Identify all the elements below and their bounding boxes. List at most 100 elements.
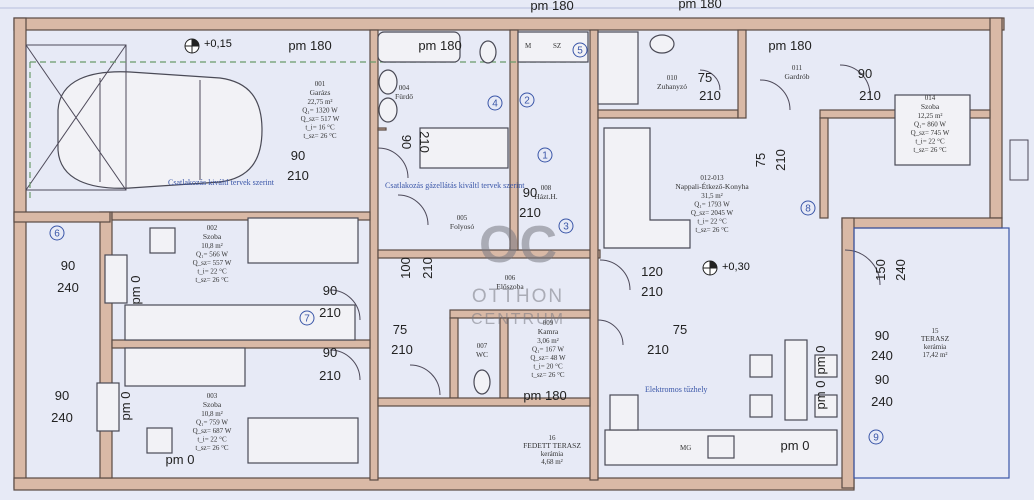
terrace-detail: 4,68 m² xyxy=(541,458,563,466)
room-detail: Q_sz= 2045 W xyxy=(691,209,734,217)
room-number: 010 xyxy=(667,74,678,82)
room-detail: Q_sz= 687 W xyxy=(193,427,232,435)
level-marker-1: +0,15 xyxy=(184,38,232,54)
room-name: Fürdő xyxy=(395,92,413,101)
dimension-label: 75 xyxy=(393,322,407,337)
dimension-label: 120 xyxy=(641,264,663,279)
room-number: 012-013 xyxy=(700,174,724,182)
room-number: 011 xyxy=(792,64,803,72)
marker-circle xyxy=(868,429,884,445)
bathtub xyxy=(377,31,461,63)
dimension-label: 240 xyxy=(51,410,73,425)
marker-number: 4 xyxy=(492,99,498,110)
car-drawing xyxy=(25,44,263,191)
room-detail: Q_sz= 745 W xyxy=(911,129,950,137)
room-number: 008 xyxy=(541,184,552,192)
dining-chair-2 xyxy=(749,394,773,418)
dining-chair-1 xyxy=(749,354,773,378)
washbasin-1 xyxy=(378,69,398,95)
room-number: 002 xyxy=(207,224,218,232)
room-number: 014 xyxy=(925,94,936,102)
bed-room-014 xyxy=(894,94,971,166)
toilet-wc xyxy=(473,369,491,395)
pm-label: pm 0 xyxy=(118,392,133,421)
dimension-label: 210 xyxy=(699,88,721,103)
pm-label: pm 0 xyxy=(813,346,828,375)
appliance-dryer: SZ xyxy=(553,42,561,50)
sofa xyxy=(603,127,691,249)
terrace-detail: 17,42 m² xyxy=(922,351,947,359)
shower-cabin xyxy=(597,31,639,105)
pm-label: pm 180 xyxy=(288,38,331,53)
door-swings xyxy=(329,64,881,396)
dimension-label: 150 xyxy=(873,259,888,281)
marker-number: 3 xyxy=(563,222,569,233)
dimension-label: 240 xyxy=(871,394,893,409)
marker-number: 1 xyxy=(542,151,548,162)
dimension-label: 210 xyxy=(641,284,663,299)
dimension-label: 75 xyxy=(698,70,712,85)
room-detail: t_sz= 26 °C xyxy=(695,226,729,234)
room-detail: Q₁= 566 W xyxy=(196,251,228,259)
marker-circle xyxy=(49,225,65,241)
marker-number: 9 xyxy=(873,433,879,444)
dimension-label: 210 xyxy=(391,342,413,357)
room-detail: Q₁= 759 W xyxy=(196,419,228,427)
room-number: 005 xyxy=(457,214,468,222)
marker-number: 7 xyxy=(304,314,310,325)
room-name: Előszoba xyxy=(496,282,524,291)
room-name: Folyosó xyxy=(450,222,474,231)
room-detail: t_i= 20 °C xyxy=(533,363,563,371)
room-detail: Q₁= 1320 W xyxy=(302,107,338,115)
room-detail: t_sz= 26 °C xyxy=(195,276,229,284)
room-name: Szoba xyxy=(921,102,940,111)
terrace-detail: kerámia xyxy=(541,450,564,458)
room-detail: Q_sz= 48 W xyxy=(530,354,566,362)
room-name: Szoba xyxy=(203,232,222,241)
dimension-label: 210 xyxy=(319,305,341,320)
pm-label: pm 0 xyxy=(128,276,143,305)
marker-circle xyxy=(299,310,315,326)
room-name: Garázs xyxy=(310,88,331,97)
room-name: Gardrób xyxy=(785,72,810,81)
room-name: Zuhanyzó xyxy=(657,82,687,91)
dimension-label: 240 xyxy=(57,280,79,295)
room-detail: t_i= 22 °C xyxy=(915,138,945,146)
terrace-name: FEDETT TERASZ xyxy=(523,441,581,450)
note-electric-stove: Elektromos tűzhely xyxy=(645,385,707,394)
washbasin-2 xyxy=(378,97,398,123)
room-number: 003 xyxy=(207,392,218,400)
watermark-brand2: CENTRUM xyxy=(471,311,565,328)
radiator-003 xyxy=(96,382,120,432)
room-name: Házt.H. xyxy=(534,192,557,201)
shower-tray xyxy=(419,127,509,169)
dining-table xyxy=(784,339,808,421)
bed-room-003 xyxy=(247,417,359,464)
marker-circle xyxy=(572,42,588,58)
washbasin-zuhanyzo xyxy=(649,34,675,54)
wardrobe-room-002 xyxy=(124,304,356,341)
dimension-label: 210 xyxy=(519,205,541,220)
room-detail: 12,25 m² xyxy=(917,112,942,120)
terrace-number: 16 xyxy=(549,434,557,442)
desk-chair-003 xyxy=(146,427,173,454)
electric-stove xyxy=(609,394,639,431)
wardrobe-room-003 xyxy=(124,347,246,387)
room-number: 004 xyxy=(399,84,410,92)
room-detail: Q_sz= 557 W xyxy=(193,259,232,267)
room-detail: t_sz= 26 °C xyxy=(303,132,337,140)
dimension-label: 210 xyxy=(417,131,432,153)
room-number: 009 xyxy=(543,319,554,327)
dimension-label: 90 xyxy=(523,185,537,200)
dimension-label: 90 xyxy=(291,148,305,163)
room-detail: t_sz= 26 °C xyxy=(195,444,229,452)
marker-number: 5 xyxy=(577,46,583,57)
note-gas-connection: Csatlakozás gázellátás kiváltl tervek sz… xyxy=(385,181,525,190)
room-name: Szoba xyxy=(203,400,222,409)
toilet-bathroom xyxy=(479,40,497,64)
dimension-label: 90 xyxy=(399,135,414,149)
room-detail: 31,5 m² xyxy=(701,192,723,200)
